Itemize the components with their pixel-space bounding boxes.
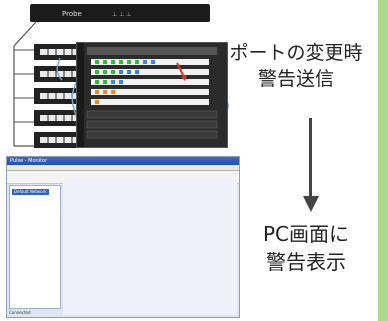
status-text: Connected — [9, 310, 31, 315]
left-pane-selected-item[interactable]: Default Network — [12, 189, 49, 195]
right-accent-bar — [378, 0, 388, 321]
window-menubar[interactable] — [7, 165, 239, 171]
probe-label: Probe — [62, 10, 82, 18]
rack-view-graphic — [77, 43, 227, 147]
caption-port-change: ポートの変更時 警告送信 — [229, 42, 363, 90]
rack-view[interactable] — [76, 42, 228, 148]
probe-unit — [30, 4, 210, 22]
main-pane[interactable] — [63, 179, 237, 315]
caption-pc-alert: PC画面に 警告表示 — [262, 222, 350, 274]
pc-screen: Pulse - Monitor Default Network Connecte… — [6, 156, 240, 318]
down-arrow-icon — [303, 118, 319, 214]
window-title: Pulse - Monitor — [7, 157, 239, 165]
left-pane[interactable]: Default Network — [9, 185, 61, 309]
svg-text:⊥ ⊥ ⊥: ⊥ ⊥ ⊥ — [112, 11, 132, 18]
